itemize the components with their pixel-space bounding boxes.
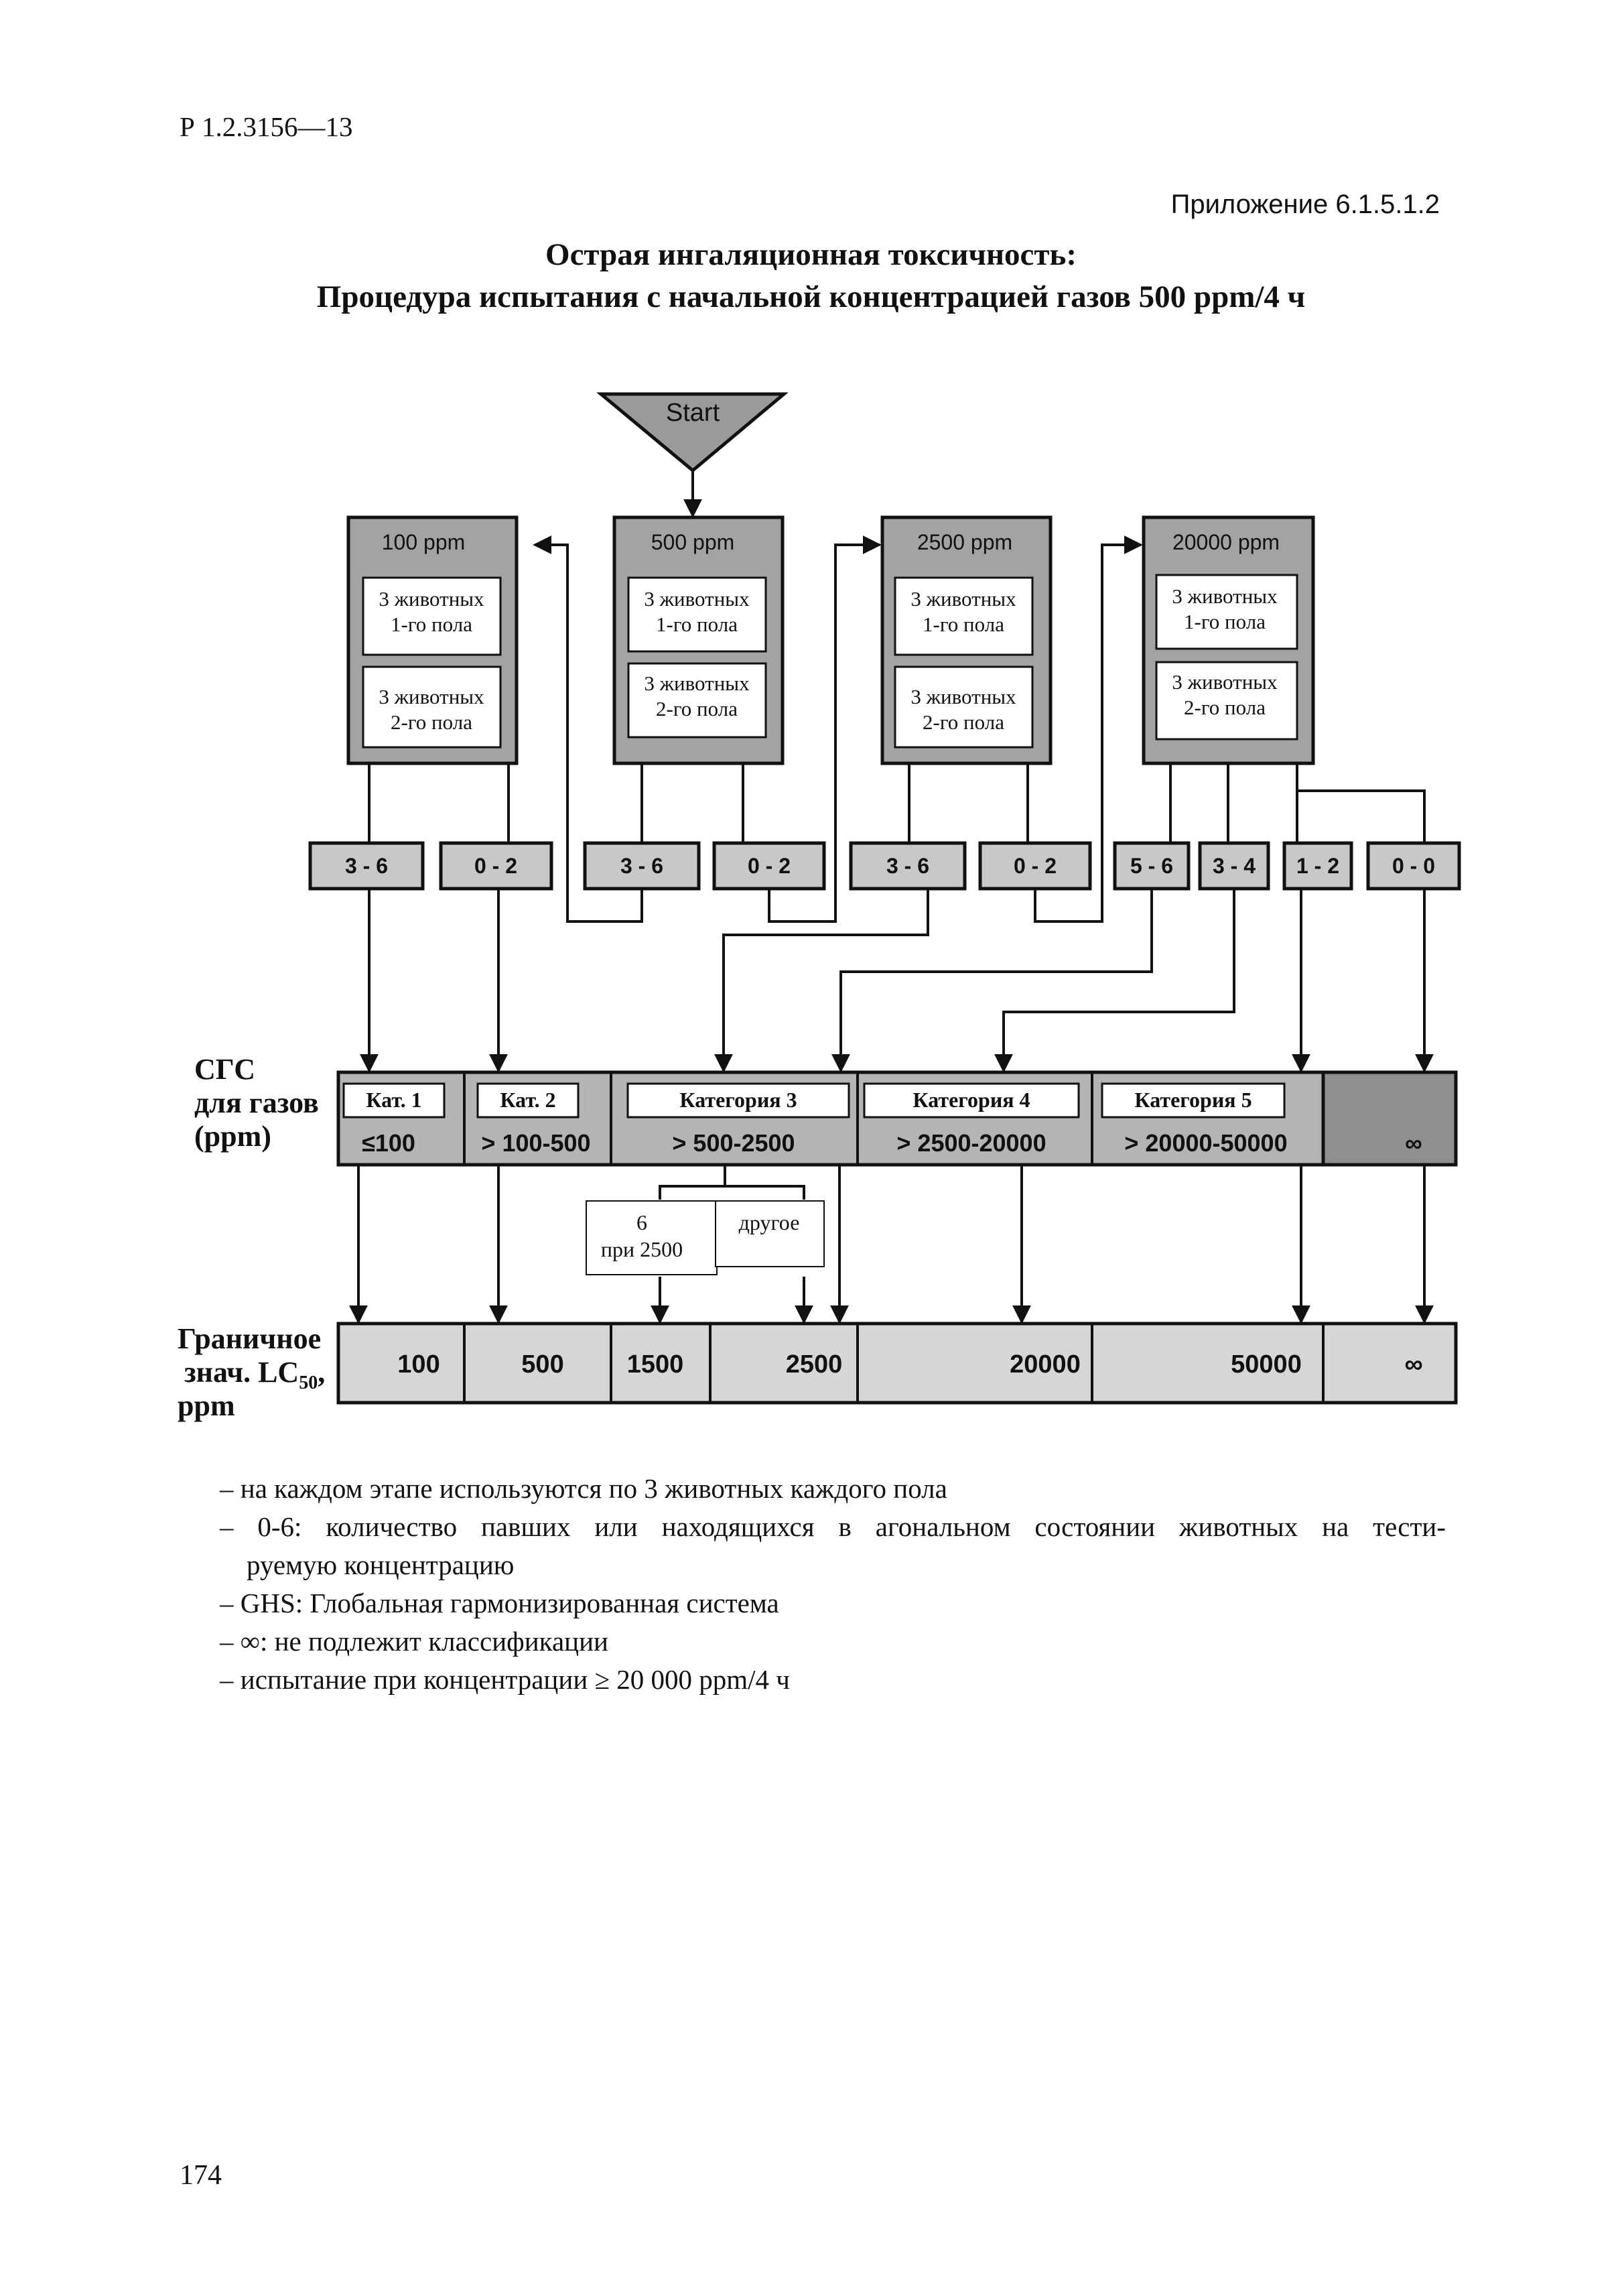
stage-500-group2-line1: 3 животных xyxy=(644,672,750,695)
ghs-category-band xyxy=(336,1070,1458,1167)
outcome-label: 5 - 6 xyxy=(1130,854,1173,878)
stage-20000-group2-line1: 3 животных xyxy=(1172,670,1278,694)
appendix-label: Приложение 6.1.5.1.2 xyxy=(1170,190,1440,219)
outcome-label: 3 - 6 xyxy=(345,854,388,878)
stage-connectors xyxy=(368,763,1426,843)
routing-arrows xyxy=(360,535,1434,1073)
limit-value-infinity: ∞ xyxy=(1404,1350,1422,1379)
stage-conc-20000: 20000 ppm xyxy=(1172,530,1280,554)
lc50-limit-band xyxy=(336,1322,1458,1405)
stage-box-500: 500 ppm 3 животных 1-го пола 3 животных … xyxy=(612,515,785,765)
stage-2500-group1-line2: 1-го пола xyxy=(923,613,1004,636)
category-range: ≤100 xyxy=(362,1129,415,1157)
stage-20000-group1-line1: 3 животных xyxy=(1172,584,1278,608)
category-range: > 100-500 xyxy=(481,1129,590,1157)
stage-500-group1-line1: 3 животных xyxy=(644,587,750,611)
category-to-limit-arrows xyxy=(349,1165,1434,1324)
lc50-row-label: Граничное xyxy=(178,1322,321,1355)
category-range-infinity: ∞ xyxy=(1405,1129,1422,1157)
stage-box-20000: 20000 ppm 3 животных 1-го пола 3 животны… xyxy=(1142,515,1315,765)
outcome-label: 0 - 2 xyxy=(474,854,517,878)
ghs-row-label: СГС xyxy=(194,1053,255,1086)
title-line-1: Острая ингаляционная токсичность: xyxy=(545,237,1077,272)
stage-20000-group1-line2: 1-го пола xyxy=(1184,610,1266,633)
outcome-boxes xyxy=(308,841,1461,891)
limit-value: 2500 xyxy=(786,1350,843,1379)
lc50-row-label: знач. LC50, xyxy=(184,1356,325,1393)
outcome-label: 3 - 6 xyxy=(886,854,929,878)
branch-left-line1: 6 xyxy=(636,1210,647,1234)
test-procedure-diagram: Start 100 ppm 3 животных 1-го пола 3 жив… xyxy=(178,392,1461,1422)
ghs-row-label: для газов xyxy=(194,1086,319,1119)
stage-100-group1-line2: 1-го пола xyxy=(391,613,472,636)
stage-box-100: 100 ppm 3 животных 1-го пола 3 животных … xyxy=(346,515,519,765)
outcome-label: 0 - 2 xyxy=(748,854,791,878)
note-item: – ∞: не подлежит классификации xyxy=(220,1626,608,1657)
note-item: – GHS: Глобальная гармонизированная сист… xyxy=(220,1588,779,1618)
limit-value: 100 xyxy=(397,1350,440,1379)
title-line-2: Процедура испытания с начальной концентр… xyxy=(316,279,1306,314)
stage-2500-group1-line1: 3 животных xyxy=(910,587,1016,611)
note-item: руемую концентрацию xyxy=(247,1549,515,1580)
category-range: > 2500-20000 xyxy=(896,1129,1046,1157)
stage-conc-100: 100 ppm xyxy=(382,530,466,554)
branch-boxes xyxy=(586,1200,825,1275)
stage-100-group2-line1: 3 животных xyxy=(379,685,484,708)
stage-conc-500: 500 ppm xyxy=(651,530,735,554)
outcome-label: 1 - 2 xyxy=(1296,854,1339,878)
limit-value: 1500 xyxy=(627,1350,684,1379)
category-name: Категория 3 xyxy=(679,1088,797,1112)
lc50-row-label: ppm xyxy=(178,1389,235,1422)
note-item: – испытание при концентрации ≥ 20 000 pp… xyxy=(220,1664,790,1695)
limit-value: 500 xyxy=(521,1350,563,1379)
stage-conc-2500: 2500 ppm xyxy=(917,530,1012,554)
category-name: Кат. 1 xyxy=(366,1088,421,1112)
stage-100-group1-line1: 3 животных xyxy=(379,587,484,611)
limit-value: 50000 xyxy=(1231,1350,1302,1379)
note-item: – на каждом этапе используются по 3 живо… xyxy=(220,1473,947,1504)
outcome-label: 0 - 2 xyxy=(1014,854,1057,878)
limit-value: 20000 xyxy=(1010,1350,1081,1379)
stage-500-group2-line2: 2-го пола xyxy=(656,697,738,720)
category-range: > 500-2500 xyxy=(672,1129,795,1157)
category-name: Категория 5 xyxy=(1134,1088,1252,1112)
category-range: > 20000-50000 xyxy=(1124,1129,1287,1157)
branch-left-line2: при 2500 xyxy=(601,1237,683,1261)
outcome-label: 3 - 4 xyxy=(1213,854,1256,878)
stage-box-2500: 2500 ppm 3 животных 1-го пола 3 животных… xyxy=(880,515,1053,765)
outcome-label: 3 - 6 xyxy=(620,854,663,878)
start-triangle xyxy=(596,392,789,473)
start-label: Start xyxy=(666,399,720,427)
stage-20000-group2-line2: 2-го пола xyxy=(1184,696,1266,719)
category-name: Кат. 2 xyxy=(500,1088,555,1112)
note-item: – 0-6: количество павших или находящихся… xyxy=(220,1511,1446,1542)
stage-2500-group2-line1: 3 животных xyxy=(910,685,1016,708)
category-name: Категория 4 xyxy=(913,1088,1030,1112)
page-number: 174 xyxy=(180,2160,222,2191)
branch-right-label: другое xyxy=(739,1210,800,1234)
document-code: Р 1.2.3156—13 xyxy=(180,111,353,142)
stage-100-group2-line2: 2-го пола xyxy=(391,710,472,734)
notes-list: – на каждом этапе используются по 3 живо… xyxy=(220,1470,1446,1699)
ghs-row-label: (ppm) xyxy=(194,1120,271,1153)
outcome-label: 0 - 0 xyxy=(1392,854,1435,878)
stage-500-group1-line2: 1-го пола xyxy=(656,613,738,636)
stage-2500-group2-line2: 2-го пола xyxy=(923,710,1004,734)
